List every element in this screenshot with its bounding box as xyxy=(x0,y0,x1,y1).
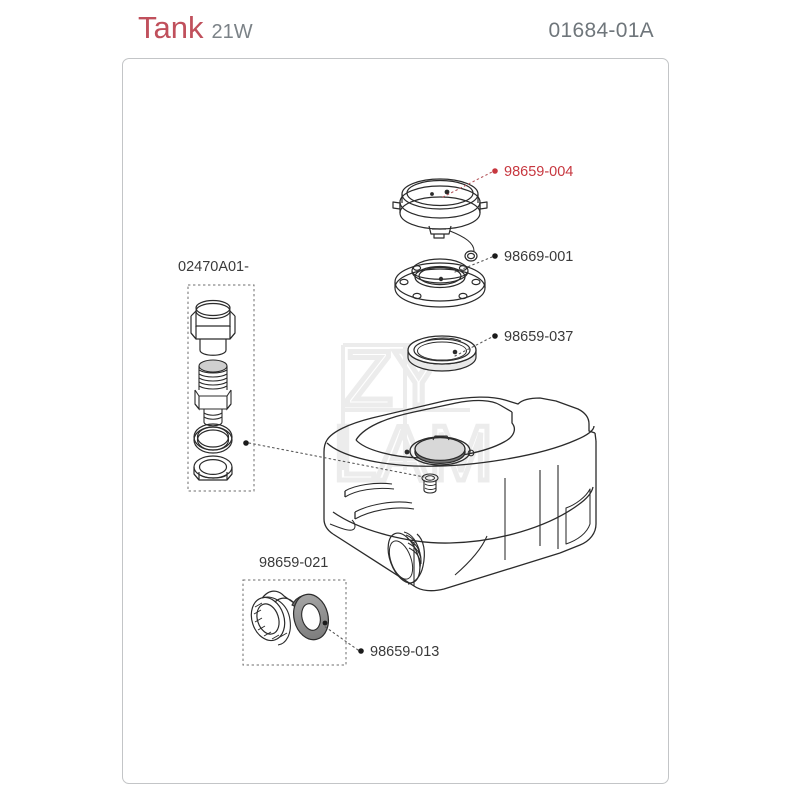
title-group: Tank 21W xyxy=(138,12,253,43)
diagram-panel xyxy=(122,58,669,784)
page-header: Tank 21W 01684-01A xyxy=(0,0,800,58)
document-code: 01684-01A xyxy=(548,19,654,42)
page-title: Tank xyxy=(138,10,204,45)
page-subtitle: 21W xyxy=(211,21,253,43)
